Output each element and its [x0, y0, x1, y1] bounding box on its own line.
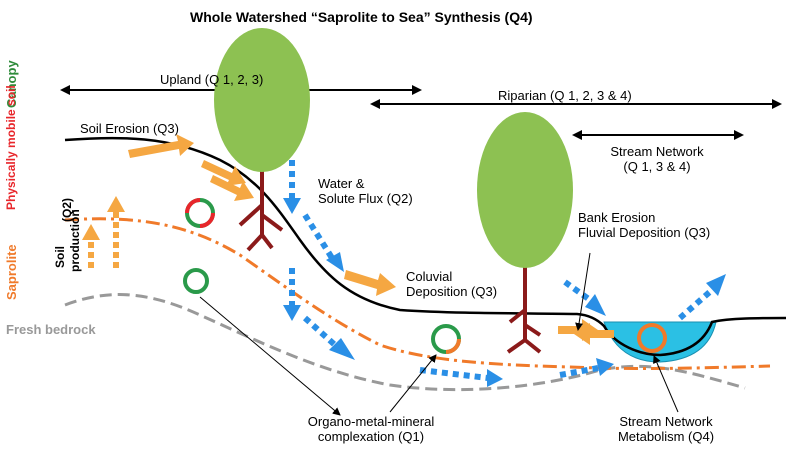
cycle-icon [185, 198, 215, 228]
coluvial-line1: Coluvial [406, 269, 453, 284]
water-flux-line1: Water & [318, 176, 365, 191]
leader-line [389, 354, 437, 413]
riparian-tree [477, 112, 573, 354]
zone-label-bedrock: Fresh bedrock [6, 322, 96, 337]
stream-network-line2: (Q 1, 3 & 4) [623, 159, 691, 174]
soil-production-q: (Q2) [60, 198, 74, 222]
stream-network-line1: Stream Network [610, 144, 704, 159]
cycle-icon [637, 323, 667, 353]
bedrock-boundary [64, 293, 746, 392]
water-flux-heads [283, 198, 726, 387]
bank-erosion-line1: Bank Erosion [578, 210, 656, 225]
cycle-icon [183, 268, 209, 294]
upland-label: Upland (Q 1, 2, 3) [160, 72, 264, 87]
water-flux-arrows [289, 160, 714, 381]
saprolite-boundary [64, 217, 771, 371]
water-flux-line2: Solute Flux (Q2) [318, 191, 413, 206]
leader-line [575, 252, 591, 331]
stream-network-label: Stream Network (Q 1, 3 & 4) [592, 144, 722, 174]
soil-production-arrow-head-1 [82, 224, 100, 240]
soil-production-label: Soil [53, 245, 67, 268]
metabolism-label: Stream Network Metabolism (Q4) [596, 414, 736, 444]
leader-line [653, 355, 679, 413]
bank-erosion-label: Bank Erosion Fluvial Deposition (Q3) [578, 210, 710, 240]
riparian-label: Riparian (Q 1, 2, 3 & 4) [498, 88, 632, 103]
zone-label-mobile-soil: Physically mobile soil [4, 85, 18, 210]
coluvial-arrow [344, 270, 396, 296]
organo-label: Organo-metal-mineral complexation (Q1) [296, 414, 446, 444]
leader-line [199, 296, 341, 416]
coluvial-label: Coluvial Deposition (Q3) [406, 269, 497, 299]
organo-line1: Organo-metal-mineral [307, 414, 435, 429]
soil-erosion-label: Soil Erosion (Q3) [80, 121, 179, 136]
soil-erosion-arrows [128, 134, 254, 201]
metabolism-line2: Metabolism (Q4) [617, 429, 715, 444]
zone-label-saprolite: Saprolite [4, 244, 19, 300]
organo-line2: complexation (Q1) [317, 429, 425, 444]
diagram-title: Whole Watershed “Saprolite to Sea” Synth… [190, 9, 533, 25]
cycle-icon [431, 324, 461, 354]
water-flux-label: Water & Solute Flux (Q2) [318, 176, 413, 206]
soil-surface [64, 136, 786, 357]
soil-production-arrow-head-2 [107, 196, 125, 212]
coluvial-line2: Deposition (Q3) [406, 284, 498, 299]
metabolism-line1: Stream Network [619, 414, 713, 429]
upland-tree [214, 28, 310, 252]
bank-erosion-line2: Fluvial Deposition (Q3) [578, 225, 711, 240]
